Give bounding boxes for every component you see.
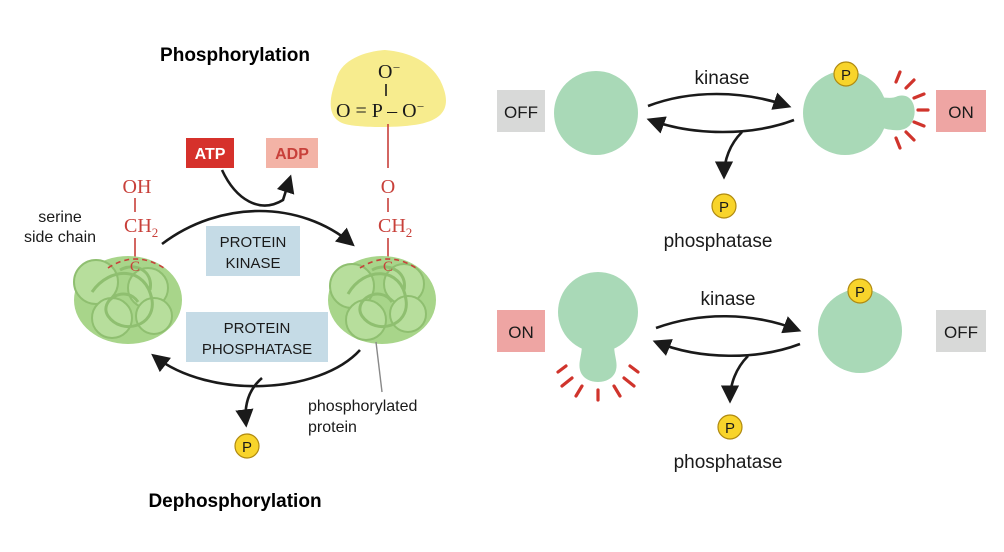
right-c-atom: C xyxy=(383,259,393,275)
bottom-kinase-arrow xyxy=(655,314,802,334)
phosphorylated-pointer xyxy=(375,341,383,393)
protein-phosphatase-line2: PHOSPHATASE xyxy=(202,341,312,358)
bottom-bound-phosphate xyxy=(847,278,873,304)
top-inactive-protein xyxy=(554,71,638,155)
bottom-inactive-protein xyxy=(818,289,902,373)
bottom-released-phosphate-label: P xyxy=(725,420,735,437)
phosphorylated-label-line1: phosphorylated xyxy=(308,398,417,415)
bottom-release-arrow xyxy=(720,355,749,404)
left-ch2: CH2 xyxy=(124,215,158,240)
released-phosphate-arrow-left xyxy=(235,377,263,428)
top-kinase-label: kinase xyxy=(695,68,750,89)
top-activity-sparks xyxy=(894,70,930,150)
adp-label: ADP xyxy=(275,146,309,163)
top-bound-phosphate xyxy=(833,61,859,87)
atp-to-adp-arrow xyxy=(220,169,295,207)
top-kinase-arrow xyxy=(647,92,792,110)
bottom-kinase-label: kinase xyxy=(701,289,756,310)
top-off-badge xyxy=(497,90,545,132)
phosphate-top-oxygen: O– xyxy=(378,59,400,83)
protein-phosphatase-line1: PROTEIN xyxy=(224,320,291,337)
phosphate-group-bg xyxy=(330,50,446,127)
phosphatase-arc-arrow xyxy=(151,349,361,388)
bottom-on-badge xyxy=(497,310,545,352)
serine-label-line2: side chain xyxy=(24,229,96,246)
bottom-activity-sparks xyxy=(556,364,640,402)
serine-label-line1: serine xyxy=(38,209,82,226)
top-off-label: OFF xyxy=(504,103,538,122)
top-released-phosphate xyxy=(711,193,737,219)
bottom-bound-phosphate-label: P xyxy=(855,284,865,301)
protein-kinase-line2: KINASE xyxy=(225,255,280,272)
bottom-released-phosphate xyxy=(717,414,743,440)
phosphate-main-row: O = P – O– xyxy=(336,98,425,122)
top-phosphatase-arrow xyxy=(646,116,795,134)
bottom-off-badge xyxy=(936,310,986,352)
released-phosphate-left xyxy=(234,433,260,459)
phosphorylated-label-line2: protein xyxy=(308,419,357,436)
top-active-protein xyxy=(803,71,915,155)
bottom-active-protein xyxy=(558,272,638,382)
top-phosphatase-label: phosphatase xyxy=(664,231,773,252)
adp-box xyxy=(266,138,318,168)
protein-kinase-box xyxy=(206,226,300,276)
atp-box xyxy=(186,138,234,168)
right-ch2: CH2 xyxy=(378,215,412,240)
top-bound-phosphate-label: P xyxy=(841,67,851,84)
bottom-phosphatase-arrow xyxy=(652,339,801,358)
unphosphorylated-protein: C xyxy=(73,256,182,344)
top-release-arrow xyxy=(714,131,743,180)
phosphorylation-title: Phosphorylation xyxy=(160,45,310,66)
atp-label: ATP xyxy=(195,146,226,163)
top-on-badge xyxy=(936,90,986,132)
linking-oxygen: O xyxy=(381,176,395,198)
top-on-label: ON xyxy=(948,103,974,122)
bottom-on-label: ON xyxy=(508,323,534,342)
bottom-off-label: OFF xyxy=(944,323,978,342)
left-c-atom: C xyxy=(130,259,140,275)
kinase-arc-arrow xyxy=(161,209,355,247)
dephosphorylation-title: Dephosphorylation xyxy=(148,491,321,512)
protein-phosphatase-box xyxy=(186,312,328,362)
phosphorylated-protein-blob: C xyxy=(328,256,436,344)
top-released-phosphate-label: P xyxy=(719,199,729,216)
serine-oh: OH xyxy=(123,176,152,198)
protein-kinase-line1: PROTEIN xyxy=(220,234,287,251)
released-phosphate-left-label: P xyxy=(242,439,252,456)
bottom-phosphatase-label: phosphatase xyxy=(674,452,783,473)
